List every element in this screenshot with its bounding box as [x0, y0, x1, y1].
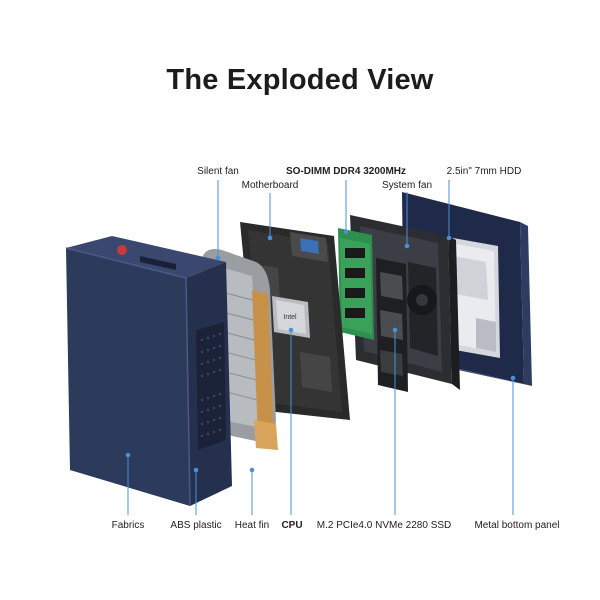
ssd-module: [376, 258, 408, 392]
power-button-icon: [117, 245, 127, 255]
ram-module: [338, 228, 374, 340]
label-motherboard: Motherboard: [241, 180, 299, 191]
label-heat-fin: Heat fin: [234, 520, 270, 531]
label-hdd: 2.5in" 7mm HDD: [446, 166, 522, 177]
label-silent-fan: Silent fan: [197, 166, 239, 177]
label-cpu: CPU: [281, 520, 303, 531]
cpu-chip-text: Intel: [283, 314, 297, 321]
cpu-chip: Intel: [272, 296, 310, 338]
case-body: [65, 236, 232, 507]
label-sodimm: SO-DIMM DDR4 3200MHz: [285, 166, 407, 177]
label-ssd: M.2 PCIe4.0 NVMe 2280 SSD: [316, 520, 452, 531]
leader-lines: [125, 180, 516, 515]
label-abs-plastic: ABS plastic: [170, 520, 222, 531]
label-fabrics: Fabrics: [111, 520, 145, 531]
label-metal-bottom-panel: Metal bottom panel: [474, 520, 560, 531]
label-system-fan: System fan: [381, 180, 433, 191]
page-title: The Exploded View: [166, 64, 434, 96]
